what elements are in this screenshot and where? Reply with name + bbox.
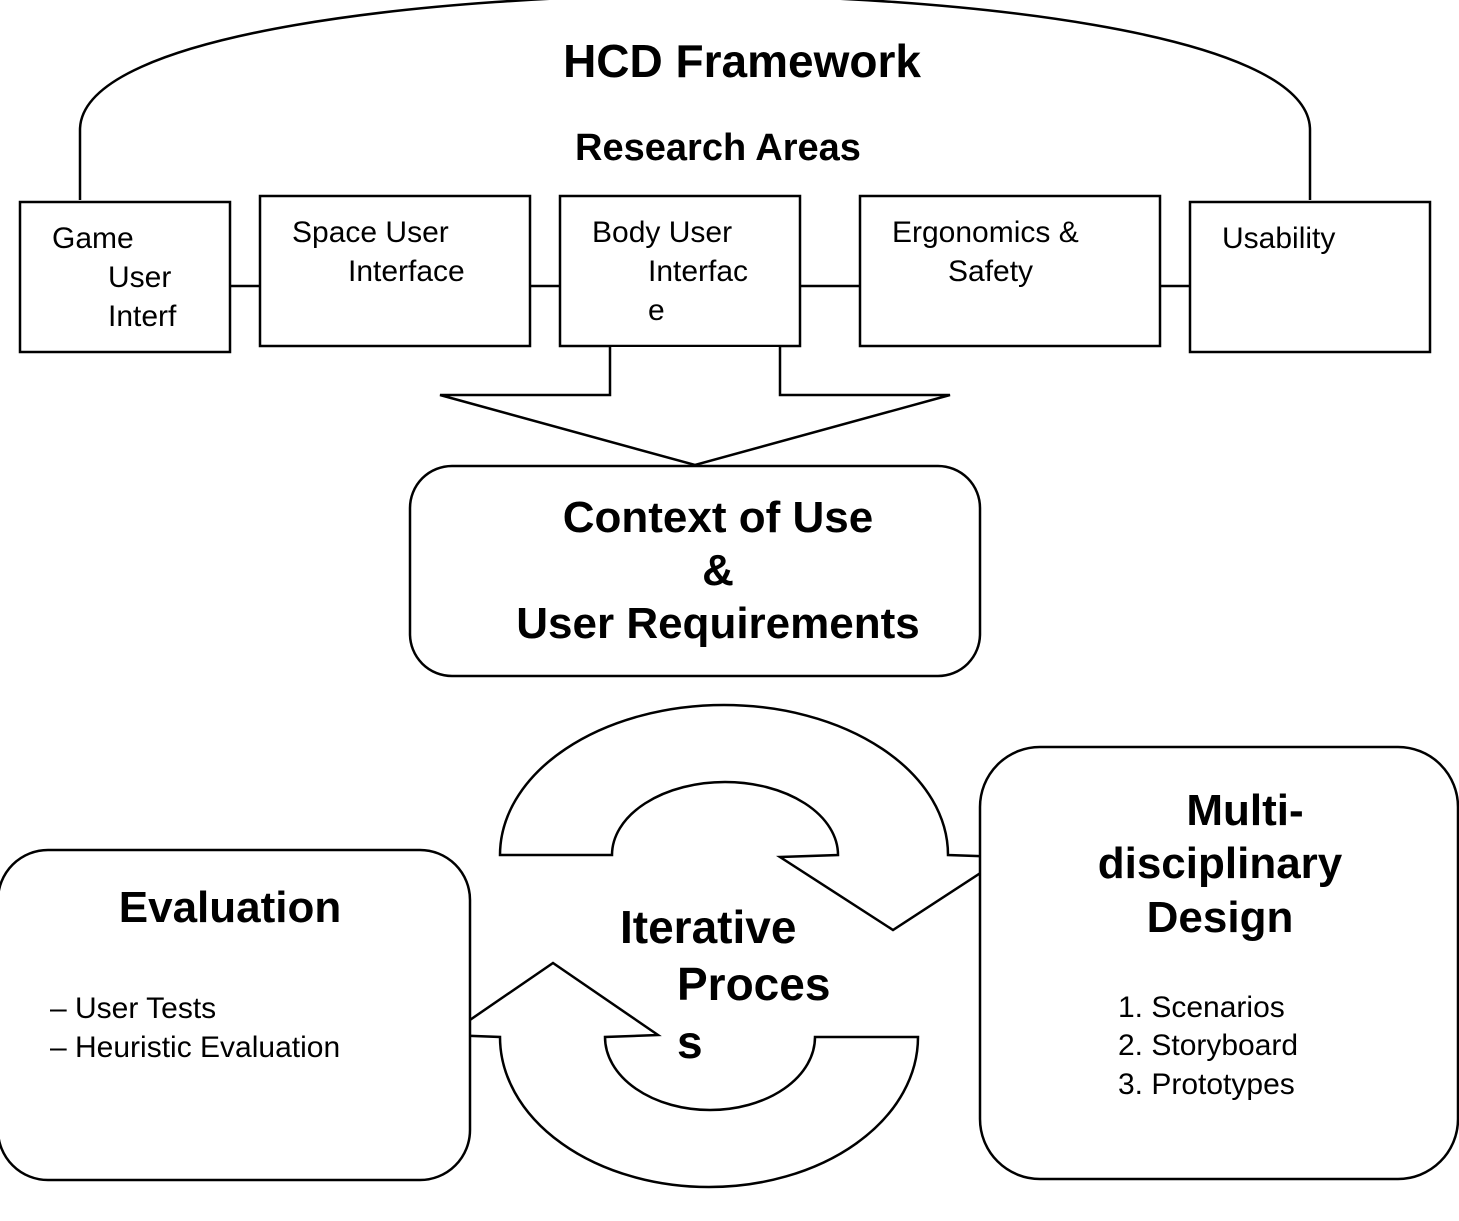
svg-text:Interface: Interface (348, 255, 465, 288)
svg-text:Context of Use: Context of Use (563, 493, 873, 542)
cycle-arrow-bottom (444, 961, 920, 1189)
svg-text:Ergonomics &: Ergonomics & (892, 216, 1079, 249)
svg-text:s: s (677, 1016, 703, 1068)
research-area-game-ui: Game User Interf (18, 200, 232, 354)
svg-text:Evaluation: Evaluation (119, 883, 342, 932)
svg-text:User: User (108, 261, 171, 294)
svg-text:&: & (702, 546, 734, 595)
svg-text:Multi-: Multi- (1186, 786, 1303, 835)
down-arrow (439, 347, 951, 467)
svg-text:Interfac: Interfac (648, 255, 748, 288)
iterative-process-label: Iterative Proces s (620, 901, 830, 1068)
svg-text:disciplinary: disciplinary (1098, 839, 1343, 888)
research-area-usability: Usability (1188, 200, 1432, 354)
svg-text:Usability: Usability (1222, 222, 1335, 255)
research-area-body-ui: Body User Interfac e (558, 194, 802, 348)
research-areas-heading: Research Areas (575, 127, 861, 169)
svg-text:e: e (648, 294, 665, 327)
svg-text:Space User: Space User (292, 216, 449, 249)
svg-text:Iterative: Iterative (620, 901, 796, 953)
svg-text:2. Storyboard: 2. Storyboard (1118, 1029, 1298, 1062)
svg-text:User Requirements: User Requirements (516, 599, 919, 648)
diagram-title: HCD Framework (563, 35, 921, 87)
research-area-space-ui: Space User Interface (258, 194, 532, 348)
svg-text:Safety: Safety (948, 255, 1033, 288)
cycle-arrow-top (498, 703, 1009, 932)
svg-text:3. Prototypes: 3. Prototypes (1118, 1068, 1295, 1101)
research-area-ergonomics: Ergonomics & Safety (858, 194, 1162, 348)
svg-text:Design: Design (1147, 893, 1294, 942)
svg-text:Game: Game (52, 222, 134, 255)
framework-arch (78, 0, 1312, 200)
evaluation-box: Evaluation – User Tests – Heuristic Eval… (0, 848, 472, 1182)
svg-text:Body User: Body User (592, 216, 732, 249)
multidisciplinary-design-box: Multi- disciplinary Design 1. Scenarios … (978, 745, 1459, 1181)
svg-text:Interf: Interf (108, 300, 177, 333)
svg-text:Proces: Proces (677, 958, 830, 1010)
svg-text:1. Scenarios: 1. Scenarios (1118, 991, 1285, 1024)
context-of-use-box: Context of Use & User Requirements (408, 464, 982, 678)
svg-text:– User Tests: – User Tests (50, 992, 216, 1025)
svg-text:– Heuristic Evaluation: – Heuristic Evaluation (50, 1031, 340, 1064)
